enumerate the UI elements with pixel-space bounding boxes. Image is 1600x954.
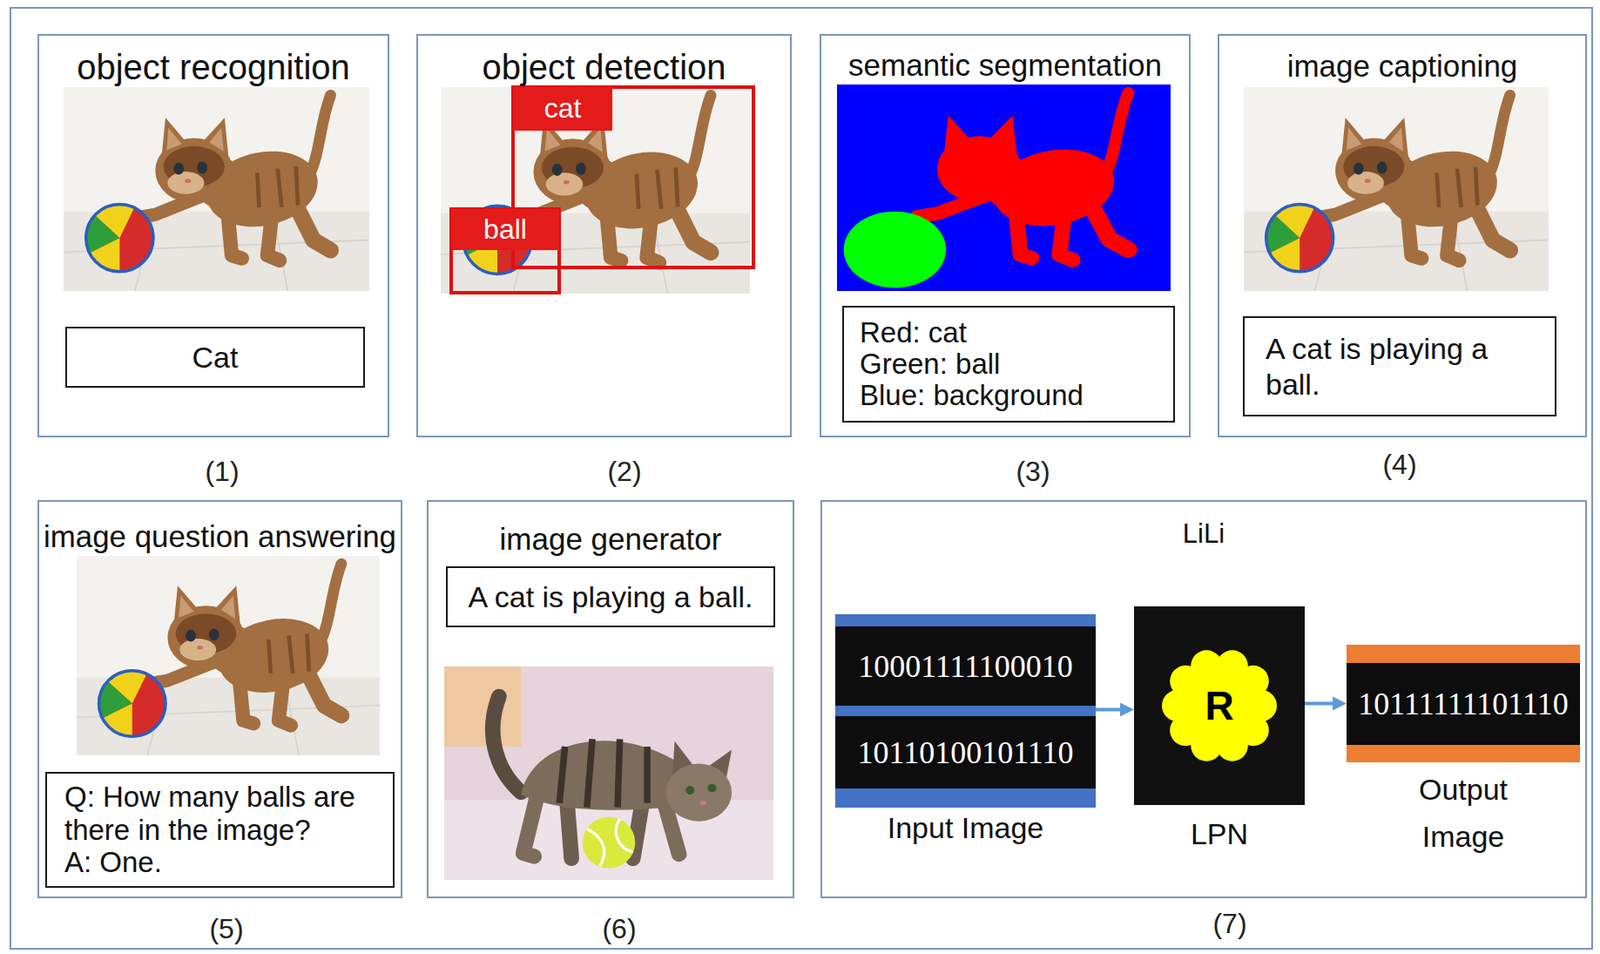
panel-title: object recognition bbox=[76, 46, 351, 88]
block-label: Input Image bbox=[887, 810, 1045, 846]
pixel-band: 10110100101110 bbox=[835, 715, 1096, 789]
callout-number: (4) bbox=[1382, 447, 1417, 481]
network-symbol: R bbox=[1204, 685, 1234, 726]
box-text: Q: How many balls are there in the image… bbox=[64, 780, 376, 847]
pixel-band: 10001111100010 bbox=[835, 626, 1096, 706]
network-block bbox=[1134, 606, 1305, 805]
bounding-box bbox=[451, 209, 560, 293]
outer-frame bbox=[10, 7, 1593, 949]
arrow-head bbox=[1332, 696, 1347, 711]
kitten-photo bbox=[76, 555, 380, 756]
task-panel: object recognitionCat bbox=[37, 33, 390, 438]
label-tag: cat bbox=[513, 87, 613, 131]
tag-text: cat bbox=[544, 93, 582, 124]
callout-number: (6) bbox=[601, 911, 636, 946]
callout-number: (1) bbox=[204, 454, 239, 488]
panel-title: image question answering bbox=[43, 518, 397, 555]
input-image-block: 1000111110001010110100101110Input Image bbox=[835, 614, 1096, 808]
task-panel: LiLi 10001111100010 10110100101110Input Im… bbox=[820, 499, 1587, 898]
pixel-band: 10111111101110 bbox=[1346, 662, 1580, 745]
panel-title: LiLi bbox=[1182, 517, 1225, 550]
cloud-symbol bbox=[1161, 649, 1277, 761]
box-text: Blue: background bbox=[859, 379, 1158, 412]
task-panel: image generator A cat is playing a ball. bbox=[426, 499, 795, 898]
output-image-block: 10111111101110Output Image bbox=[1346, 644, 1580, 763]
kitten-photo bbox=[1243, 87, 1549, 291]
kitten-photo bbox=[440, 87, 750, 294]
panel-title: image generator bbox=[499, 520, 723, 558]
callout-number: (5) bbox=[209, 911, 244, 946]
callout-number: (7) bbox=[1212, 906, 1247, 940]
arrow-connector bbox=[1095, 702, 1135, 717]
arrow-line bbox=[1304, 702, 1335, 706]
task-panel: semantic segmentationRed: catGreen: ball… bbox=[819, 33, 1191, 438]
panel-title: image captioning bbox=[1287, 47, 1519, 85]
label-tag: ball bbox=[451, 209, 560, 250]
network-node: RLPN bbox=[1134, 606, 1305, 805]
block-label: Output Image bbox=[1406, 765, 1520, 861]
callout-number: (2) bbox=[607, 454, 642, 488]
block-label: LPN bbox=[1190, 816, 1249, 852]
arrow-connector bbox=[1304, 696, 1347, 711]
legend-box: Red: catGreen: ballBlue: background bbox=[842, 305, 1175, 423]
panel-title: object detection bbox=[481, 46, 726, 88]
generated-photo bbox=[444, 666, 774, 880]
arrow-line bbox=[1095, 708, 1122, 712]
qa-box: Q: How many balls are there in the image… bbox=[45, 771, 395, 888]
task-panel: image captioning A cat is playing a ball. bbox=[1217, 33, 1587, 438]
box-text: A cat is playing a ball. bbox=[458, 579, 763, 615]
tag-text: ball bbox=[483, 214, 527, 245]
kitten-photo bbox=[63, 87, 370, 291]
binary-string: 10001111100010 bbox=[857, 650, 1074, 682]
binary-string: 10110100101110 bbox=[857, 736, 1074, 769]
answer-box: Cat bbox=[65, 326, 365, 388]
callout-number: (3) bbox=[1015, 454, 1050, 488]
task-panel: image question answering Q: How many ball… bbox=[37, 499, 403, 898]
box-text: A: One. bbox=[64, 845, 376, 879]
caption-box: A cat is playing a ball. bbox=[1242, 316, 1557, 417]
box-text: Red: cat bbox=[859, 317, 1158, 349]
segmentation-map bbox=[837, 84, 1171, 291]
arrow-head bbox=[1120, 702, 1135, 717]
binary-string: 10111111101110 bbox=[1357, 688, 1568, 720]
box-text: Cat bbox=[77, 339, 353, 376]
box-text: A cat is playing a ball. bbox=[1265, 330, 1534, 403]
box-text: Green: ball bbox=[859, 348, 1158, 380]
panel-title: semantic segmentation bbox=[848, 47, 1162, 84]
prompt-box: A cat is playing a ball. bbox=[445, 566, 776, 628]
task-panel: object detection cat ball bbox=[416, 33, 792, 438]
